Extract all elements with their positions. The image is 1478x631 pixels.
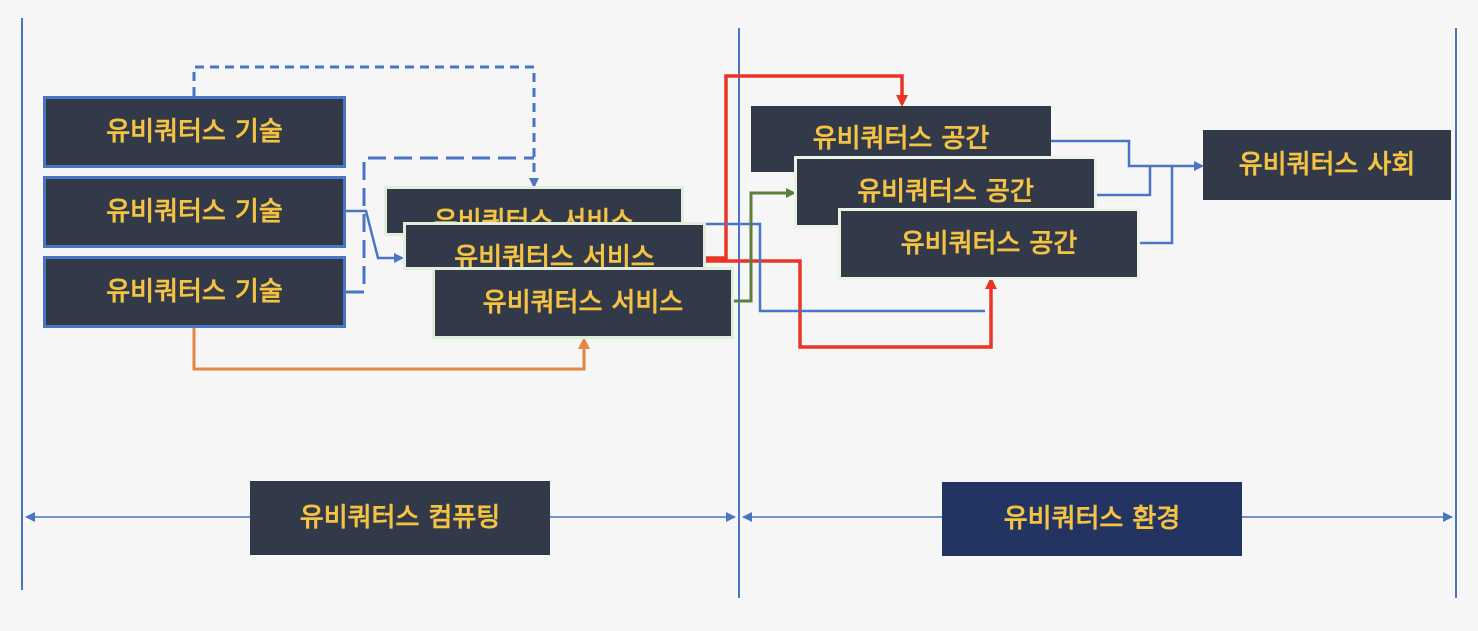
service-box-2: 유비쿼터스 서비스 <box>403 222 706 270</box>
tech-box-2-label: 유비쿼터스 기술 <box>106 197 283 227</box>
space-box-3: 유비쿼터스 공간 <box>838 208 1140 280</box>
connector-tech2-service2 <box>346 209 404 263</box>
connector-space1-society <box>1051 139 1204 171</box>
connector-space3-society <box>1139 166 1174 245</box>
computing-label: 유비쿼터스 컴퓨팅 <box>299 503 501 533</box>
tech-box-3-label: 유비쿼터스 기술 <box>106 277 283 307</box>
computing-label-box: 유비쿼터스 컴퓨팅 <box>250 481 550 555</box>
service-box-3: 유비쿼터스 서비스 <box>432 267 734 339</box>
red-connector-service-space1 <box>706 74 908 260</box>
connector-tech3-service3 <box>192 328 590 371</box>
tech-box-2: 유비쿼터스 기술 <box>43 176 346 248</box>
green-connector-service-space2 <box>734 188 796 303</box>
society-box-label: 유비쿼터스 사회 <box>1238 150 1416 180</box>
tech-box-1-label: 유비쿼터스 기술 <box>106 117 283 147</box>
space-box-1-label: 유비쿼터스 공간 <box>812 124 990 154</box>
tech-box-3: 유비쿼터스 기술 <box>43 256 346 328</box>
red-connector-service-space3 <box>706 259 997 349</box>
space-box-3-label: 유비쿼터스 공간 <box>900 229 1078 259</box>
dashed-connector-tech-bracket <box>346 156 534 294</box>
environment-label-box: 유비쿼터스 환경 <box>942 482 1242 556</box>
tech-box-1: 유비쿼터스 기술 <box>43 96 346 168</box>
service-box-3-label: 유비쿼터스 서비스 <box>482 288 684 318</box>
connector-space2-society <box>1096 166 1152 197</box>
service-box-2-label: 유비쿼터스 서비스 <box>454 243 655 270</box>
space-box-2-label: 유비쿼터스 공간 <box>857 177 1034 207</box>
dashed-connector-tech1-service <box>192 65 539 188</box>
blue-connector-service-space3 <box>683 222 985 313</box>
environment-label: 유비쿼터스 환경 <box>1003 504 1181 534</box>
society-box: 유비쿼터스 사회 <box>1203 130 1451 200</box>
